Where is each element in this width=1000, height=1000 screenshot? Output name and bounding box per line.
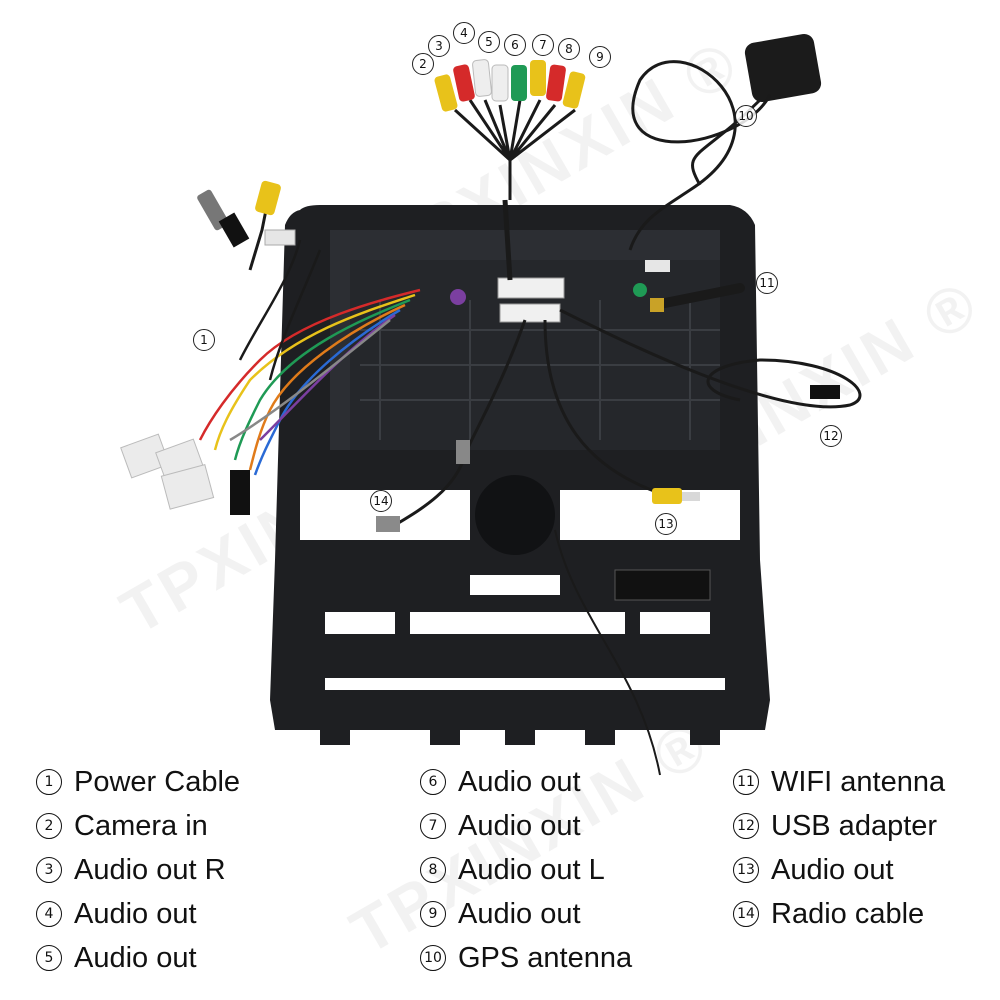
marker-6: 6: [504, 34, 526, 56]
legend-number: 7: [420, 813, 446, 839]
legend-number: 12: [733, 813, 759, 839]
legend-number: 14: [733, 901, 759, 927]
marker-14: 14: [370, 490, 392, 512]
legend-column-3: 11 WIFI antenna 12 USB adapter 13 Audio out…: [733, 760, 945, 936]
legend-number: 5: [36, 945, 62, 971]
legend-number: 4: [36, 901, 62, 927]
legend-item: 7 Audio out: [420, 804, 632, 848]
legend-label: Camera in: [74, 809, 208, 842]
legend-label: Audio out L: [458, 853, 605, 886]
marker-4: 4: [453, 22, 475, 44]
legend-number: 3: [36, 857, 62, 883]
legend-label: WIFI antenna: [771, 765, 946, 798]
legend-label: GPS antenna: [458, 941, 633, 974]
legend-item: 3 Audio out R: [36, 848, 240, 892]
marker-11: 11: [756, 272, 778, 294]
legend-label: Audio out: [458, 897, 581, 930]
legend-number: 10: [420, 945, 446, 971]
legend-item: 4 Audio out: [36, 892, 240, 936]
legend-item: 9 Audio out: [420, 892, 632, 936]
legend-item: 5 Audio out: [36, 936, 240, 980]
legend-label: Audio out R: [74, 853, 226, 886]
rca-cable-13: [543, 319, 666, 497]
marker-8: 8: [558, 38, 580, 60]
legend-label: Radio cable: [771, 897, 925, 930]
marker-12: 12: [820, 425, 842, 447]
legend-label: Audio out: [771, 853, 894, 886]
power-harness: [198, 239, 421, 476]
legend-number: 6: [420, 769, 446, 795]
legend-label: Audio out: [458, 809, 581, 842]
marker-9: 9: [589, 46, 611, 68]
legend-item: 1 Power Cable: [36, 760, 240, 804]
legend-label: Audio out: [74, 897, 197, 930]
marker-1: 1: [193, 329, 215, 351]
usb-cable: [559, 308, 862, 409]
legend-label: Audio out: [74, 941, 197, 974]
radio-frame: [270, 205, 770, 745]
legend-label: Power Cable: [74, 765, 241, 798]
legend-item: 8 Audio out L: [420, 848, 632, 892]
legend-item: 13 Audio out: [733, 848, 945, 892]
legend-label: Audio out: [458, 765, 581, 798]
legend-number: 8: [420, 857, 446, 883]
marker-2: 2: [412, 53, 434, 75]
legend-item: 10 GPS antenna: [420, 936, 632, 980]
marker-10: 10: [735, 105, 757, 127]
legend-item: 11 WIFI antenna: [733, 760, 945, 804]
legend-number: 2: [36, 813, 62, 839]
legend-number: 11: [733, 769, 759, 795]
marker-3: 3: [428, 35, 450, 57]
legend-item: 6 Audio out: [420, 760, 632, 804]
legend-number: 1: [36, 769, 62, 795]
rca-bundle: [434, 59, 586, 281]
legend-item: 2 Camera in: [36, 804, 240, 848]
legend-item: 14 Radio cable: [733, 892, 945, 936]
marker-13: 13: [655, 513, 677, 535]
legend-label: USB adapter: [771, 809, 938, 842]
wifi-antenna: [650, 283, 745, 310]
legend-number: 9: [420, 901, 446, 927]
legend-number: 13: [733, 857, 759, 883]
marker-7: 7: [532, 34, 554, 56]
marker-5: 5: [478, 31, 500, 53]
legend-item: 12 USB adapter: [733, 804, 945, 848]
